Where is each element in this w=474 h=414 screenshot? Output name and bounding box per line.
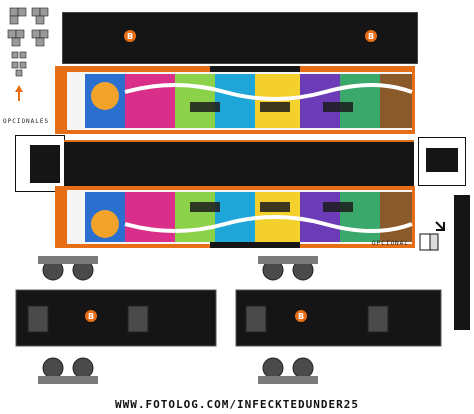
bottom-strip (64, 140, 414, 190)
optional-door-part (419, 221, 445, 251)
small-parts-sheet (7, 7, 49, 77)
opcionales-label: OPCIONALES (3, 118, 50, 125)
bus-side-panel-bottom (55, 186, 415, 248)
bus-side-panel-top (55, 66, 415, 134)
front-windshield (30, 145, 60, 183)
logo-badge: B (295, 310, 307, 322)
side-strip-right (454, 195, 470, 330)
logo-badge: B (85, 310, 97, 322)
logo-badge: B (124, 30, 136, 42)
rear-window (426, 148, 458, 172)
roof-panel (62, 12, 418, 64)
opcional-label: OPCIONAL (372, 240, 409, 247)
chassis-right (235, 256, 442, 384)
arrow-up-icon (15, 85, 23, 101)
chassis-left (15, 256, 217, 384)
logo-badge: B (365, 30, 377, 42)
footer-url: WWW.FOTOLOG.COM/INFECKTEDUNDER25 (115, 398, 359, 411)
